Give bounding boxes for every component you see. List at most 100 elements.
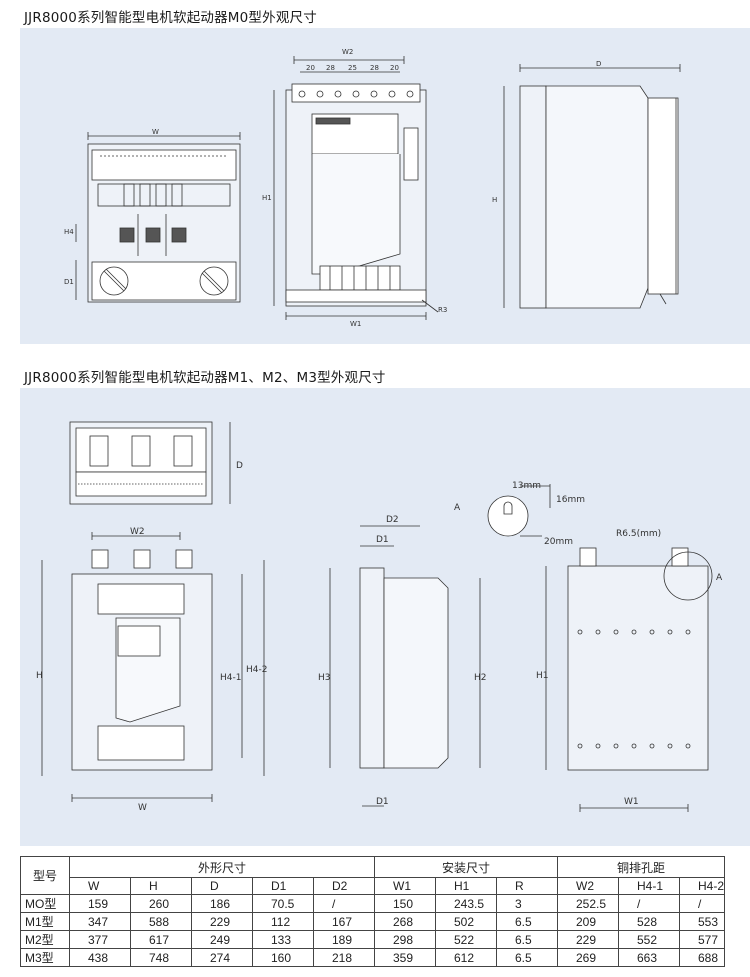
cell-d: 274 — [191, 948, 253, 967]
col-header-h4-2: H4-2 — [679, 877, 725, 895]
cell-w1: 298 — [374, 930, 436, 949]
col-header-w: W — [69, 877, 131, 895]
cell-h1: 243.5 — [435, 894, 497, 913]
cell-w: 438 — [69, 948, 131, 967]
cell-h4-1: 663 — [618, 948, 680, 967]
m123-drawing-svg: D W2 H W H4-1 H4-2 D2 D1 H3 H2 D1 A A R6… — [36, 421, 723, 813]
table-row: MO型 159 260 186 70.5 / 150 243.5 3 252.5… — [20, 894, 725, 913]
m123-label-d1-top: D1 — [376, 535, 389, 545]
cell-d1: 133 — [252, 930, 314, 949]
cell-h: 588 — [130, 912, 192, 931]
spec-table: 型号 外形尺寸 安装尺寸 铜排孔距 W H D D1 D2 W1 H1 R W2… — [20, 856, 725, 967]
cell-h4-1: / — [618, 894, 680, 913]
cell-h4-1: 528 — [618, 912, 680, 931]
m123-label-a-back: A — [716, 573, 723, 583]
cell-h4-1: 552 — [618, 930, 680, 949]
m0-pitch-4: 28 — [370, 64, 379, 72]
col-header-d1: D1 — [252, 877, 314, 895]
row-model: M3型 — [20, 948, 70, 967]
group-header-busbar: 铜排孔距 — [557, 856, 725, 878]
cell-r: 6.5 — [496, 912, 558, 931]
cell-d1: 160 — [252, 948, 314, 967]
cell-w2: 252.5 — [557, 894, 619, 913]
m0-drawing-panel: W H4 D1 W2 20 28 25 28 20 H1 W1 R3 D H — [20, 28, 750, 344]
col-header-h1: H1 — [435, 877, 497, 895]
m123-section-title: JJR8000系列智能型电机软起动器M1、M2、M3型外观尺寸 — [24, 370, 386, 386]
cell-d: 229 — [191, 912, 253, 931]
cell-h4-2: / — [679, 894, 725, 913]
cell-w2: 229 — [557, 930, 619, 949]
cell-w: 347 — [69, 912, 131, 931]
cell-r: 3 — [496, 894, 558, 913]
cell-w: 377 — [69, 930, 131, 949]
cell-w2: 269 — [557, 948, 619, 967]
col-header-d: D — [191, 877, 253, 895]
m0-drawing-svg: W H4 D1 W2 20 28 25 28 20 H1 W1 R3 D H — [64, 48, 681, 328]
m0-label-r3: R3 — [438, 306, 447, 314]
row-model: M2型 — [20, 930, 70, 949]
cell-d1: 112 — [252, 912, 314, 931]
m123-label-h3: H3 — [318, 673, 331, 683]
col-header-h4-1: H4-1 — [618, 877, 680, 895]
m0-label-h4: H4 — [64, 228, 74, 236]
m0-label-d: D — [596, 60, 601, 68]
m0-pitch-5: 20 — [390, 64, 399, 72]
cell-w1: 359 — [374, 948, 436, 967]
cell-h: 617 — [130, 930, 192, 949]
cell-d2: 189 — [313, 930, 375, 949]
m123-label-h2: H2 — [474, 673, 487, 683]
cell-d2: 167 — [313, 912, 375, 931]
m0-label-d1: D1 — [64, 278, 74, 286]
m123-label-d: D — [236, 461, 243, 471]
cell-h: 748 — [130, 948, 192, 967]
m123-label-w2: W2 — [130, 527, 145, 537]
cell-w1: 150 — [374, 894, 436, 913]
col-header-d2: D2 — [313, 877, 375, 895]
col-header-w2: W2 — [557, 877, 619, 895]
col-header-h: H — [130, 877, 192, 895]
cell-h: 260 — [130, 894, 192, 913]
cell-w: 159 — [69, 894, 131, 913]
m123-label-16mm: 16mm — [556, 495, 585, 505]
table-row: M1型 347 588 229 112 167 268 502 6.5 209 … — [20, 912, 725, 931]
cell-h1: 612 — [435, 948, 497, 967]
col-header-w1: W1 — [374, 877, 436, 895]
m123-drawing-panel: D W2 H W H4-1 H4-2 D2 D1 H3 H2 D1 A A R6… — [20, 388, 750, 846]
m0-label-w: W — [152, 128, 159, 136]
m0-pitch-2: 28 — [326, 64, 335, 72]
cell-d1: 70.5 — [252, 894, 314, 913]
cell-d2: 218 — [313, 948, 375, 967]
table-row: M3型 438 748 274 160 218 359 612 6.5 269 … — [20, 948, 725, 967]
m123-label-w: W — [138, 803, 147, 813]
m123-label-d1-bottom: D1 — [376, 797, 389, 807]
m123-label-20mm: 20mm — [544, 537, 573, 547]
group-header-mounting: 安装尺寸 — [374, 856, 558, 878]
m0-label-w2: W2 — [342, 48, 353, 56]
table-row: M2型 377 617 249 133 189 298 522 6.5 229 … — [20, 930, 725, 949]
cell-w2: 209 — [557, 912, 619, 931]
m0-label-w1: W1 — [350, 320, 361, 328]
m0-pitch-3: 25 — [348, 64, 357, 72]
m123-label-w1: W1 — [624, 797, 639, 807]
m123-label-a-detail: A — [454, 503, 461, 513]
cell-d: 249 — [191, 930, 253, 949]
m123-label-h4-1: H4-1 — [220, 673, 241, 683]
m123-label-h: H — [36, 671, 43, 681]
cell-d: 186 — [191, 894, 253, 913]
group-header-dimensions: 外形尺寸 — [69, 856, 375, 878]
m0-label-h: H — [492, 196, 497, 204]
m123-label-h1: H1 — [536, 671, 549, 681]
m0-pitch-1: 20 — [306, 64, 315, 72]
cell-h4-2: 688 — [679, 948, 725, 967]
model-column-header: 型号 — [20, 856, 70, 895]
m123-label-13mm: 13mm — [512, 481, 541, 491]
cell-h1: 522 — [435, 930, 497, 949]
cell-r: 6.5 — [496, 930, 558, 949]
row-model: MO型 — [20, 894, 70, 913]
cell-h4-2: 553 — [679, 912, 725, 931]
cell-w1: 268 — [374, 912, 436, 931]
cell-h1: 502 — [435, 912, 497, 931]
m123-label-r65: R6.5(mm) — [616, 529, 661, 539]
row-model: M1型 — [20, 912, 70, 931]
m0-section-title: JJR8000系列智能型电机软起动器M0型外观尺寸 — [24, 10, 317, 26]
